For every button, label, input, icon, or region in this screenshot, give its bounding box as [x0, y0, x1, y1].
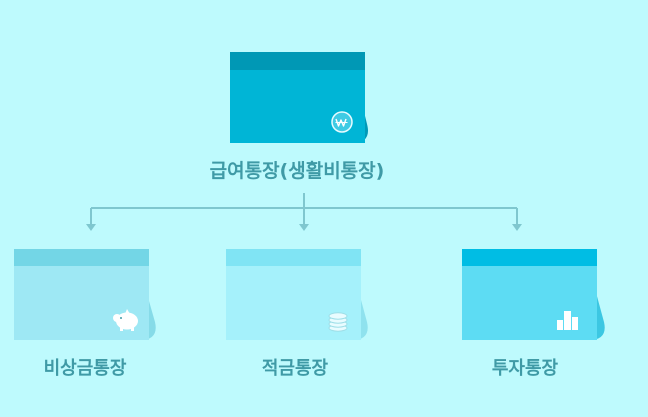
savings-account-label: 적금통장: [261, 358, 329, 379]
wallet-emergency: [14, 249, 156, 340]
piggy-bank-icon: [113, 309, 138, 331]
coin-stack-icon: [328, 312, 348, 332]
connector-arrowheads: [86, 224, 522, 231]
wallet-savings: [226, 249, 368, 340]
won-coin-icon: [331, 111, 353, 133]
emergency-account-label: 비상금통장: [43, 358, 127, 379]
main-account-label: 급여통장(생활비통장): [209, 160, 385, 182]
investment-account-label: 투자통장: [491, 358, 559, 379]
wallet-main: [230, 52, 368, 143]
bar-chart-icon: [557, 311, 578, 330]
wallet-investment: [462, 249, 605, 340]
connector-lines: [90, 193, 518, 226]
